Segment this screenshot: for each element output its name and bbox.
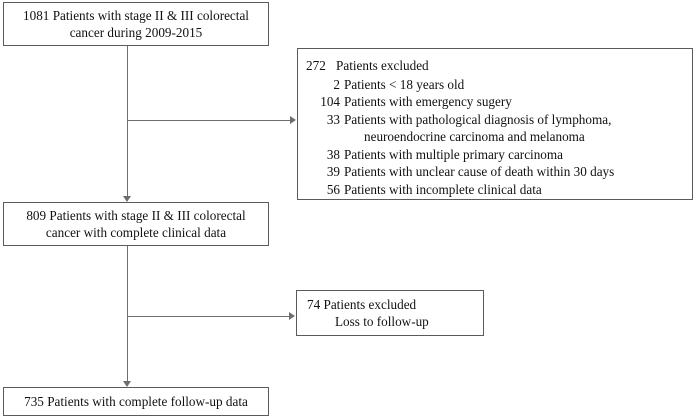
exclusion-item: 39 Patients with unclear cause of death …: [306, 163, 692, 181]
exclusion-item: 33 Patients with pathological diagnosis …: [306, 111, 692, 129]
exclusion-item: 56 Patients with incomplete clinical dat…: [306, 181, 692, 199]
cohort-initial-line2: cancer during 2009-2015: [69, 25, 203, 40]
arrowhead-to-cohort-final: [123, 381, 131, 387]
node-cohort-initial: 1081 Patients with stage II & III colore…: [3, 2, 269, 46]
arrowhead-to-cohort-clean: [123, 196, 131, 202]
exclusion-item-count: 56: [326, 181, 340, 197]
cohort-clean-line2: cancer with complete clinical data: [45, 225, 227, 240]
exclusion-item-label: Patients with incomplete clinical data: [344, 181, 542, 197]
cohort-clean-line1: 809 Patients with stage II & III colorec…: [26, 207, 246, 223]
exclusion-followup-line1: 74 Patients excluded: [307, 296, 417, 312]
connector-trunk-upper: [126, 46, 128, 196]
exclusion-item-label: Patients < 18 years old: [344, 76, 465, 92]
exclusion-item-count: 39: [326, 164, 340, 179]
exclusion-item-count: 33: [326, 111, 340, 127]
exclusion-item-count: 2: [333, 76, 340, 92]
exclusion-item-label: Patients with pathological diagnosis of …: [344, 111, 612, 127]
connector-branch-exclusion-main: [126, 119, 291, 121]
exclusion-item-label: Patients with multiple primary carcinoma: [344, 146, 564, 162]
exclusion-item-label: Patients with unclear cause of death wit…: [344, 164, 615, 179]
exclusion-item: 2 Patients < 18 years old: [306, 76, 692, 94]
connector-trunk-lower: [126, 246, 128, 381]
node-cohort-final: 735 Patients with complete follow-up dat…: [3, 387, 269, 416]
exclusion-item: 38 Patients with multiple primary carcin…: [306, 146, 692, 164]
node-exclusion-followup: 74 Patients excluded Loss to follow-up: [296, 290, 484, 336]
node-exclusion-main: 272 Patients excluded 2 Patients < 18 ye…: [297, 48, 693, 200]
exclusion-item-count: 38: [326, 146, 340, 162]
node-cohort-clean: 809 Patients with stage II & III colorec…: [3, 202, 269, 246]
exclusion-main-heading: 272 Patients excluded: [306, 57, 692, 75]
exclusion-item: 104 Patients with emergency sugery: [306, 93, 692, 111]
exclusion-main-heading-count: 272: [306, 58, 326, 73]
exclusion-item-continuation: neuroendocrine carcinoma and melanoma: [364, 129, 585, 144]
exclusion-item-count: 104: [320, 94, 340, 109]
connector-branch-exclusion-followup: [126, 315, 290, 317]
exclusion-item-label: Patients with emergency sugery: [344, 94, 512, 109]
exclusion-followup-line2: Loss to follow-up: [335, 314, 429, 329]
cohort-final-line1: 735 Patients with complete follow-up dat…: [24, 393, 248, 409]
arrowhead-to-exclusion-main: [290, 115, 296, 124]
arrowhead-to-exclusion-followup: [289, 311, 295, 320]
cohort-initial-line1: 1081 Patients with stage II & III colore…: [23, 7, 249, 23]
exclusion-main-heading-label: Patients excluded: [336, 58, 429, 73]
